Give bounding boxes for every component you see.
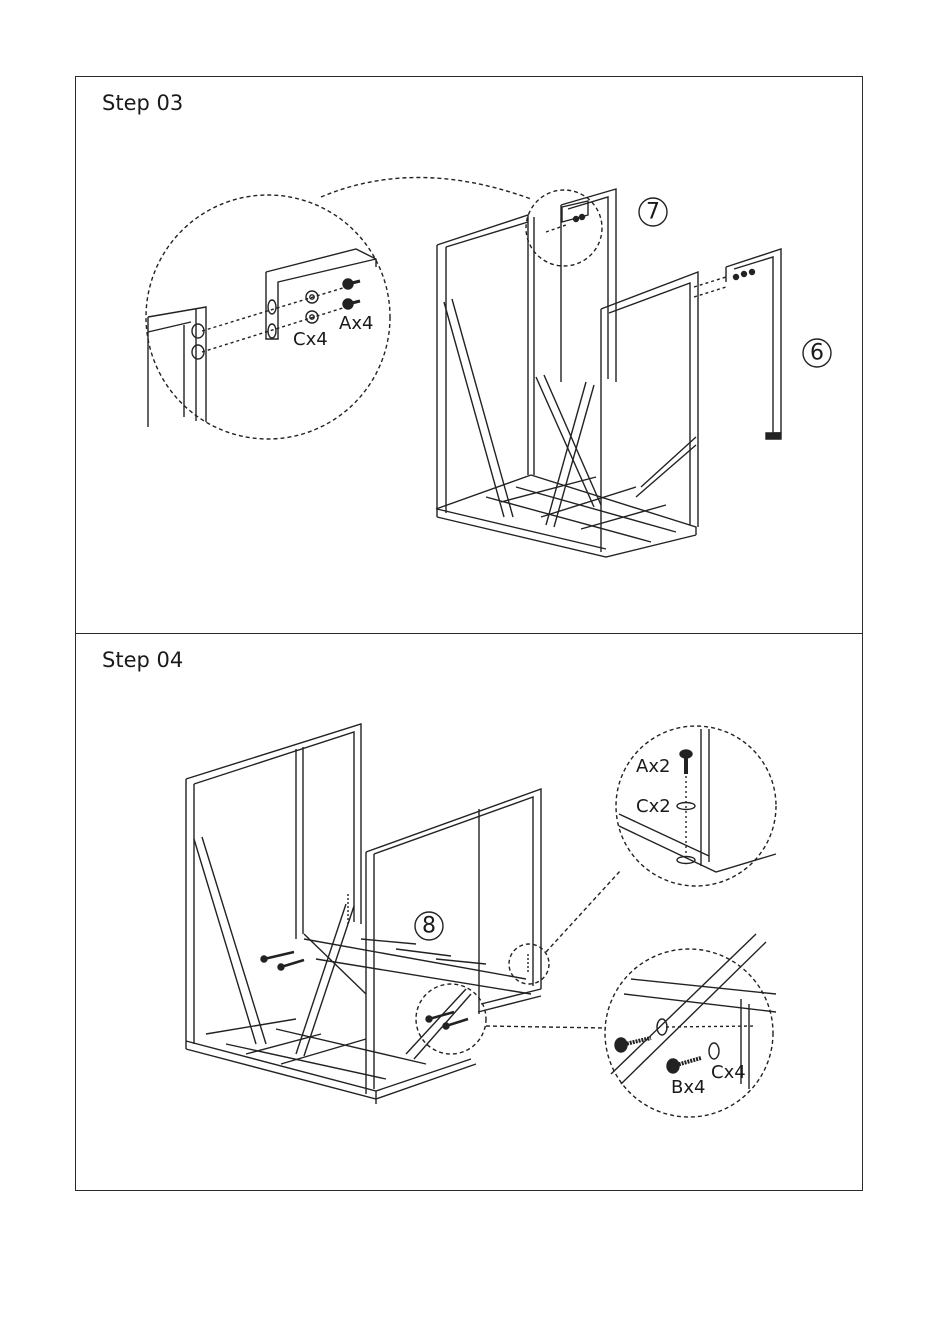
step-04-hardware-c4-label: Cx4: [711, 1062, 746, 1083]
step-03-hardware-c-label: Cx4: [293, 329, 328, 350]
step-03-part-7-label: 7: [646, 200, 660, 225]
step-03-part-7-bracket: [546, 201, 588, 232]
step-04-frame: [186, 724, 541, 1104]
step-03-drawing: 7 6 Cx4 Ax4: [76, 77, 864, 635]
step-04-part-8-label: 8: [422, 914, 436, 939]
step-04-panel: Step 04: [75, 633, 863, 1191]
step-03-back-frame: [436, 189, 698, 557]
step-03-hardware-a-label: Ax4: [339, 313, 373, 334]
step-03-detail-circle: [146, 177, 531, 439]
step-03-part-6-badge: 6: [803, 339, 831, 367]
step-03-panel: Step 03: [75, 76, 863, 634]
step-03-part-6-frame: [694, 249, 781, 439]
step-04-drawing: 8 Ax2 Cx2 Cx4 Bx4: [76, 634, 864, 1192]
step-03-part-7-badge: 7: [639, 198, 667, 226]
step-03-part-6-label: 6: [810, 341, 824, 366]
step-04-hardware-a-label: Ax2: [636, 756, 670, 777]
step-04-hardware-c2-label: Cx2: [636, 796, 671, 817]
step-03-callout-circle: [526, 190, 602, 266]
step-04-part-8-badge: 8: [415, 912, 443, 940]
step-04-hardware-b-label: Bx4: [671, 1077, 705, 1098]
step-04-callout-top: [509, 944, 549, 984]
